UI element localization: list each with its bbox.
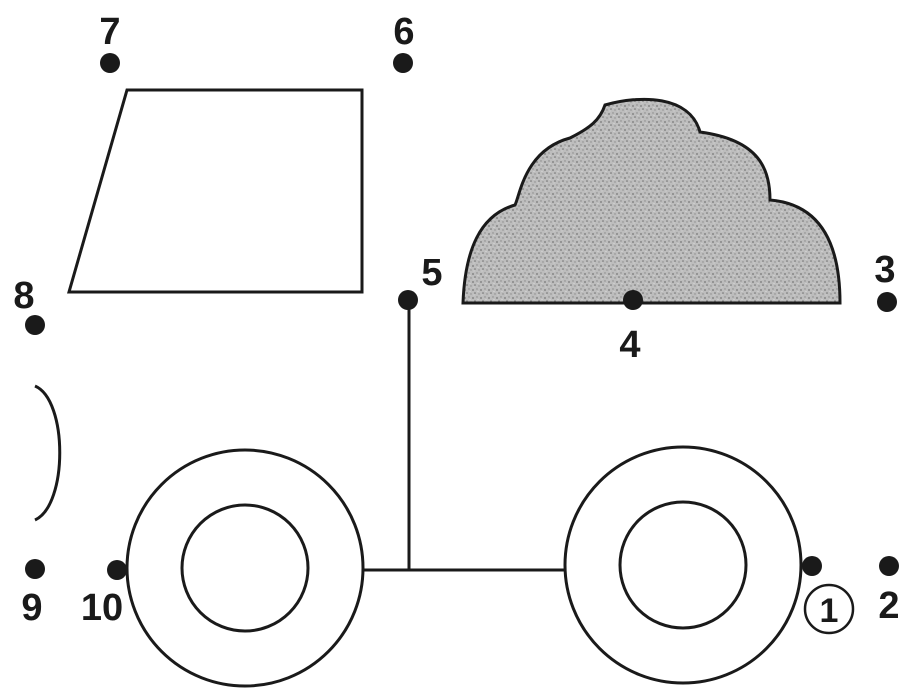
left-wheel [125, 448, 365, 688]
label-8: 8 [13, 275, 34, 317]
window-shape [67, 88, 364, 294]
dot-2[interactable] [879, 556, 899, 576]
dot-6[interactable] [393, 53, 413, 73]
label-7: 7 [99, 11, 120, 53]
dot-9[interactable] [25, 559, 45, 579]
label-2: 2 [878, 585, 899, 627]
dot-5[interactable] [398, 290, 418, 310]
label-4: 4 [619, 324, 640, 366]
label-10: 10 [81, 587, 123, 629]
label-9: 9 [21, 587, 42, 629]
label-3: 3 [874, 249, 895, 291]
start-circle-outline [803, 583, 855, 635]
cargo-mound-shape [461, 97, 842, 305]
dot-10[interactable] [107, 560, 127, 580]
dot-4[interactable] [623, 290, 643, 310]
dot-7[interactable] [100, 53, 120, 73]
dot-1[interactable] [802, 556, 822, 576]
bumper-arc [34, 384, 62, 522]
label-5: 5 [421, 252, 442, 294]
right-wheel [563, 445, 803, 685]
dot-8[interactable] [25, 315, 45, 335]
label-6: 6 [393, 11, 414, 53]
dot-3[interactable] [877, 292, 897, 312]
label-1: 1 [820, 592, 839, 630]
